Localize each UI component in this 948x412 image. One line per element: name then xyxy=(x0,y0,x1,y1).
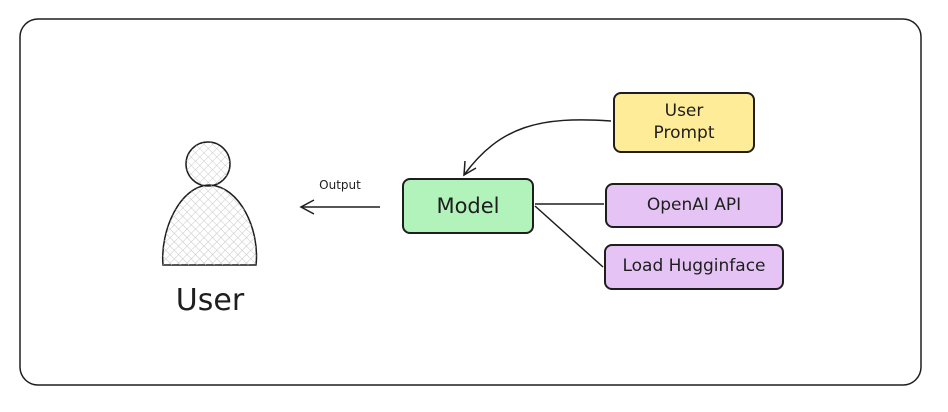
model-node-label: Model xyxy=(436,193,500,218)
model-node: Model xyxy=(402,178,534,234)
user-prompt-line1: User xyxy=(664,101,704,122)
openai-api-label: OpenAI API xyxy=(646,194,742,215)
user-actor-label: User xyxy=(175,283,245,318)
person-icon xyxy=(161,141,258,266)
output-arrow xyxy=(299,199,380,215)
user-prompt-node: User Prompt xyxy=(613,92,755,153)
load-huggingface-label: Load Hugginface xyxy=(622,256,766,277)
model-huggingface-connector xyxy=(534,205,604,268)
outer-frame xyxy=(19,18,922,386)
openai-api-node: OpenAI API xyxy=(605,183,783,228)
load-huggingface-node: Load Hugginface xyxy=(604,244,784,290)
user-prompt-line2: Prompt xyxy=(653,122,715,143)
prompt-to-model-arrow xyxy=(463,119,612,177)
output-label: Output xyxy=(319,178,361,192)
